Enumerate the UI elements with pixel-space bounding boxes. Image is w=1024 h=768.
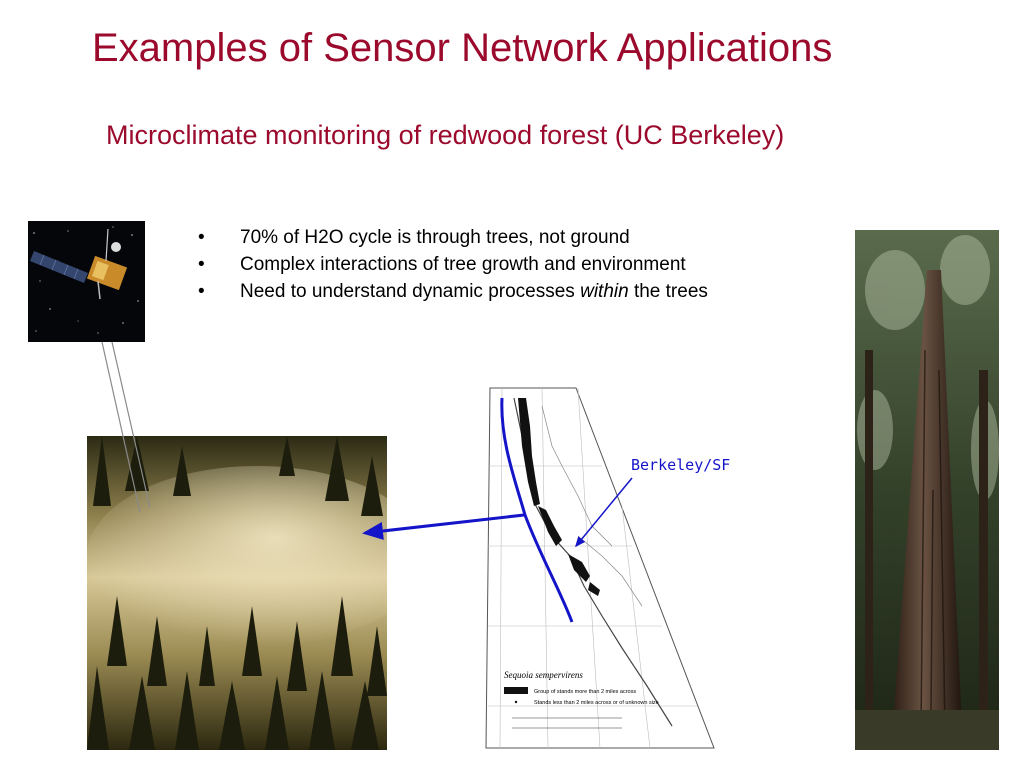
legend-swatch-large-stands [504,687,528,694]
bullet-emphasis: within [580,281,629,302]
legend-large-stands: Group of stands more than 2 miles across [534,689,636,695]
legend-swatch-small-stands [514,700,518,704]
satellite-image [28,221,145,342]
bullet-text-end: the trees [628,281,708,302]
bullet-marker: • [198,227,205,248]
redwood-range-map: Sequoia sempervirens Group of stands mor… [482,386,716,750]
bullet-marker: • [198,254,205,275]
bullet-marker: • [198,281,205,302]
bullet-text: Complex interactions of tree growth and … [240,254,686,275]
berkeley-callout: Berkeley/SF [631,456,731,474]
bullet-item: • Complex interactions of tree growth an… [198,251,708,278]
map-species-label: Sequoia sempervirens [504,670,583,680]
bullet-list: • 70% of H2O cycle is through trees, not… [198,224,708,305]
bullet-text-start: Need to understand dynamic processes [240,281,581,302]
legend-small-stands: Stands less than 2 miles across or of un… [534,700,659,706]
bullet-text: 70% of H2O cycle is through trees, not g… [240,227,630,248]
slide-title: Examples of Sensor Network Applications [92,26,833,70]
bullet-item: • 70% of H2O cycle is through trees, not… [198,224,708,251]
foggy-forest-image [87,436,387,750]
slide-subtitle: Microclimate monitoring of redwood fores… [106,120,785,150]
bullet-item: • Need to understand dynamic processes w… [198,278,708,305]
redwood-tree-image [855,230,999,750]
